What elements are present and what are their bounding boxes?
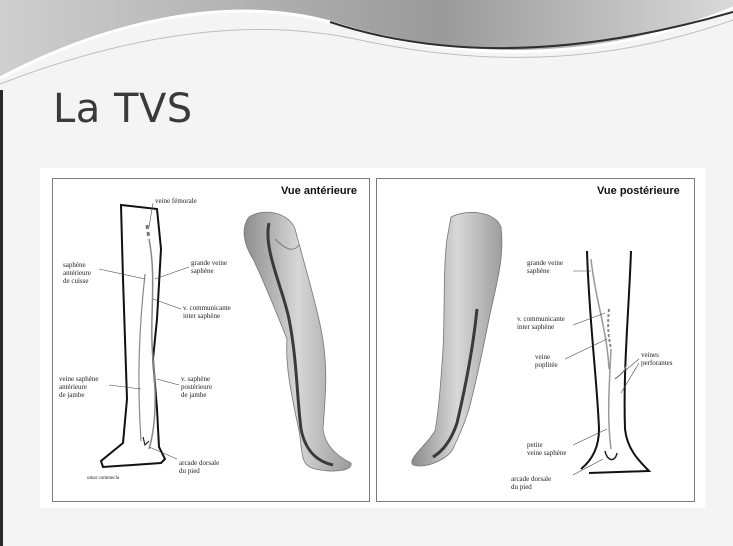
label-saphene-anterieure-cuisse: saphène antérieure de cuisse xyxy=(63,261,91,285)
header-swoosh-decoration xyxy=(0,0,733,90)
label-arcade-dorsale: arcade dorsale du pied xyxy=(179,459,219,475)
label-veine-femorale: veine fémorale xyxy=(155,197,197,205)
label-veine-poplitee: veine poplitée xyxy=(535,353,558,369)
anterior-view-panel: Vue antérieure xyxy=(52,178,370,502)
label-grande-veine-saphene: grande veine saphène xyxy=(191,259,227,275)
label-veines-perforantes: veines perforantes xyxy=(641,351,672,367)
slide-title: La TVS xyxy=(53,86,193,132)
label-credit: omar commecla xyxy=(87,475,119,483)
label-grande-veine-saphene-posterior: grande veine saphène xyxy=(527,259,563,275)
label-v-communicante: v. communicante inter saphène xyxy=(183,304,231,320)
anterior-leg-illustration xyxy=(53,179,369,501)
label-v-communicante-posterior: v. communicante inter saphène xyxy=(517,315,565,331)
posterior-view-panel: Vue postérieure xyxy=(376,178,695,502)
label-veine-saphene-anterieure-jambe: veine saphène antérieure de jambe xyxy=(59,375,98,399)
label-petite-veine-saphene: petite veine saphène xyxy=(527,441,566,457)
label-arcade-dorsale-posterior: arcade dorsale du pied xyxy=(511,475,551,491)
label-v-saphene-posterieure: v. saphène postérieure de jambe xyxy=(181,375,212,399)
